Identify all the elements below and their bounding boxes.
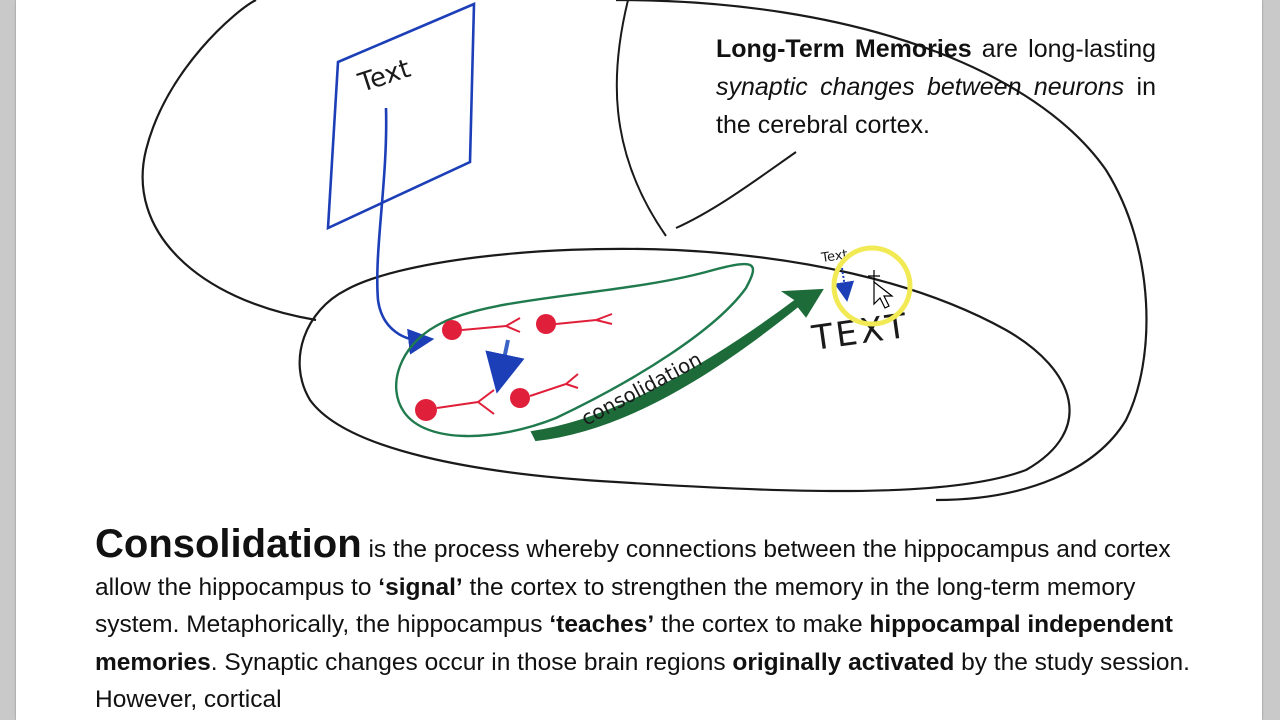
document-page: Text consolidation Text TEXT xyxy=(16,0,1262,720)
hippocampus-outline xyxy=(395,262,755,438)
paragraph-text: the cortex to strengthen the memory in t… xyxy=(95,573,1136,639)
paragraph-text: the cortex to make xyxy=(654,611,870,638)
consolidation-paragraph: Consolidation is the process whereby con… xyxy=(95,524,1205,719)
brain-diagram: Text consolidation Text TEXT xyxy=(141,0,1148,502)
caption-term: Long-Term Memories xyxy=(716,35,972,63)
cortex-box-label: Text xyxy=(354,54,414,99)
paragraph-lead-term: Consolidation xyxy=(95,522,362,566)
cortex-box xyxy=(326,2,476,231)
cortex-fold xyxy=(615,0,667,237)
cortex-fold xyxy=(675,151,797,229)
neuron xyxy=(415,389,495,421)
long-term-memory-caption: Long-Term Memories are long-lasting syna… xyxy=(716,30,1156,144)
small-blue-arrow xyxy=(834,267,855,302)
paragraph-bold: ‘signal’ xyxy=(378,573,463,601)
paragraph-bold: hippocampal independent memories xyxy=(95,611,1173,676)
paragraph-text: by the study session. However, cortical xyxy=(95,648,1190,714)
neuron xyxy=(536,313,613,334)
paragraph-bold: ‘teaches’ xyxy=(549,611,655,638)
paragraph-text: is the process whereby connections betwe… xyxy=(95,536,1171,601)
neuron xyxy=(510,373,579,408)
caption-emphasis: synaptic changes between neurons xyxy=(716,73,1125,101)
cortex-to-hippocampus-line xyxy=(375,107,435,355)
neuron xyxy=(442,317,521,340)
move-cursor-icon xyxy=(868,270,894,309)
brain-outline xyxy=(141,0,1148,502)
paragraph-bold: originally activated xyxy=(732,648,955,676)
temporal-lobe-outline xyxy=(298,247,1071,493)
cursor-highlight xyxy=(831,245,913,327)
paragraph-text: . Synaptic changes occur in those brain … xyxy=(210,648,733,676)
consolidation-arrow xyxy=(530,288,824,442)
consolidation-label: consolidation xyxy=(577,347,706,431)
caption-text: in the cerebral cortex. xyxy=(716,73,1157,139)
synapse-arrow xyxy=(485,339,525,394)
caption-text: are long-lasting xyxy=(971,35,1157,63)
